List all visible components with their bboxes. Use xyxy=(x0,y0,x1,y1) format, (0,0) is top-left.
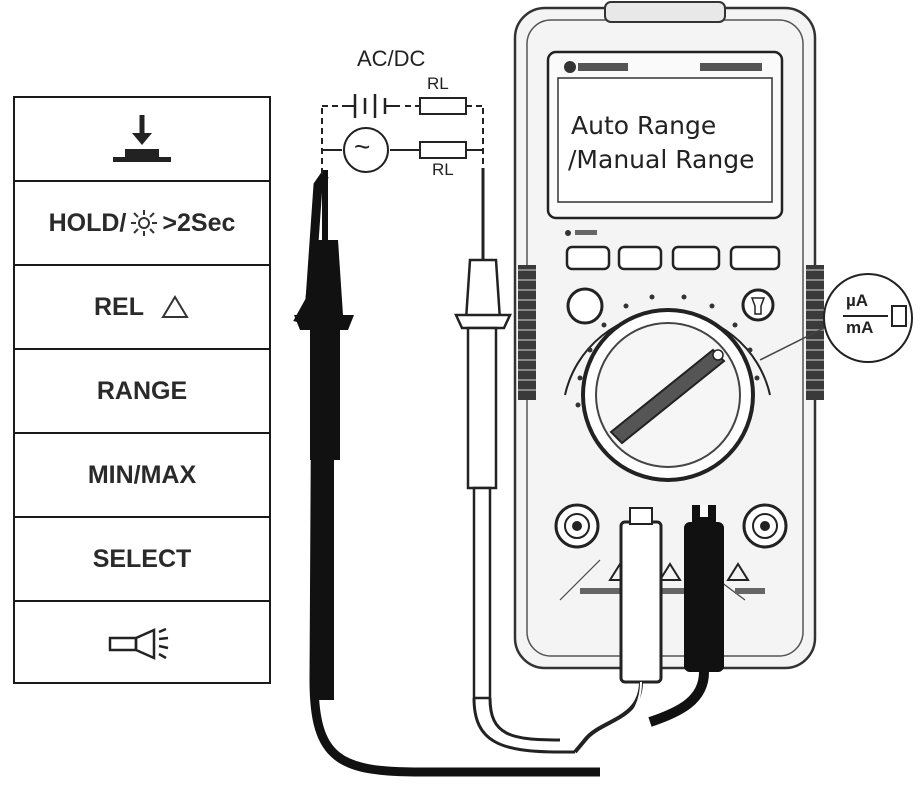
jack-a[interactable] xyxy=(554,503,600,549)
callout-ua-label: µA xyxy=(846,291,869,310)
hold-button-press-icon xyxy=(113,115,171,162)
lcd-display xyxy=(546,50,784,220)
meter-backlight-hint-icon xyxy=(565,230,597,236)
rl-top-label: RL xyxy=(427,74,449,93)
table-row-select: SELECT xyxy=(15,518,269,602)
ac-source-icon xyxy=(343,127,389,173)
meter-range-button[interactable] xyxy=(671,245,721,271)
table-row-minmax: MIN/MAX xyxy=(15,434,269,518)
table-row-flashlight xyxy=(15,602,269,686)
dc-battery-icon xyxy=(348,94,400,118)
table-row-rel: REL xyxy=(15,266,269,350)
delta-icon xyxy=(161,295,189,318)
hold-duration-label: >2Sec xyxy=(162,208,236,237)
table-row-range: RANGE xyxy=(15,350,269,434)
left-grip xyxy=(518,265,536,400)
meter-flashlight-button[interactable] xyxy=(741,288,775,322)
resistor-bottom-icon xyxy=(419,141,467,159)
rotary-dial[interactable] xyxy=(564,294,771,482)
ac-symbol-label: ~ xyxy=(354,131,371,162)
resistor-top-icon xyxy=(419,97,467,115)
backlight-sun-icon xyxy=(131,210,158,236)
hold-label: HOLD/ xyxy=(48,208,127,237)
black-probe-plug xyxy=(648,505,724,727)
lcd-line-1: Auto Range xyxy=(571,111,717,140)
lcd-line-2: /Manual Range xyxy=(568,145,755,174)
white-test-lead xyxy=(454,168,575,754)
range-label: RANGE xyxy=(96,376,188,405)
flashlight-icon xyxy=(108,627,169,660)
meter-hold-button[interactable] xyxy=(565,245,611,271)
rl-bottom-label: RL xyxy=(432,160,454,179)
rel-label: REL xyxy=(94,292,144,321)
jack-v-ohm[interactable] xyxy=(742,503,788,549)
table-row-hold-press xyxy=(15,98,269,182)
minmax-label: MIN/MAX xyxy=(87,460,197,489)
black-test-lead xyxy=(293,170,600,777)
meter-rel-button[interactable] xyxy=(617,245,663,271)
ac-dc-label: AC/DC xyxy=(357,46,426,71)
meter-button-row xyxy=(565,230,781,271)
select-label: SELECT xyxy=(92,544,192,573)
current-range-callout xyxy=(759,273,913,363)
meter-minmax-button[interactable] xyxy=(729,245,781,271)
meter-select-button[interactable] xyxy=(566,287,604,325)
brand-logo-icon xyxy=(564,61,576,73)
test-circuit xyxy=(321,94,484,175)
callout-ma-label: mA xyxy=(846,318,874,337)
white-probe-plug xyxy=(573,507,663,754)
function-table: HOLD/ >2Sec REL RANGE MIN/MAX SELECT xyxy=(13,96,271,684)
table-row-hold-backlight: HOLD/ >2Sec xyxy=(15,182,269,266)
